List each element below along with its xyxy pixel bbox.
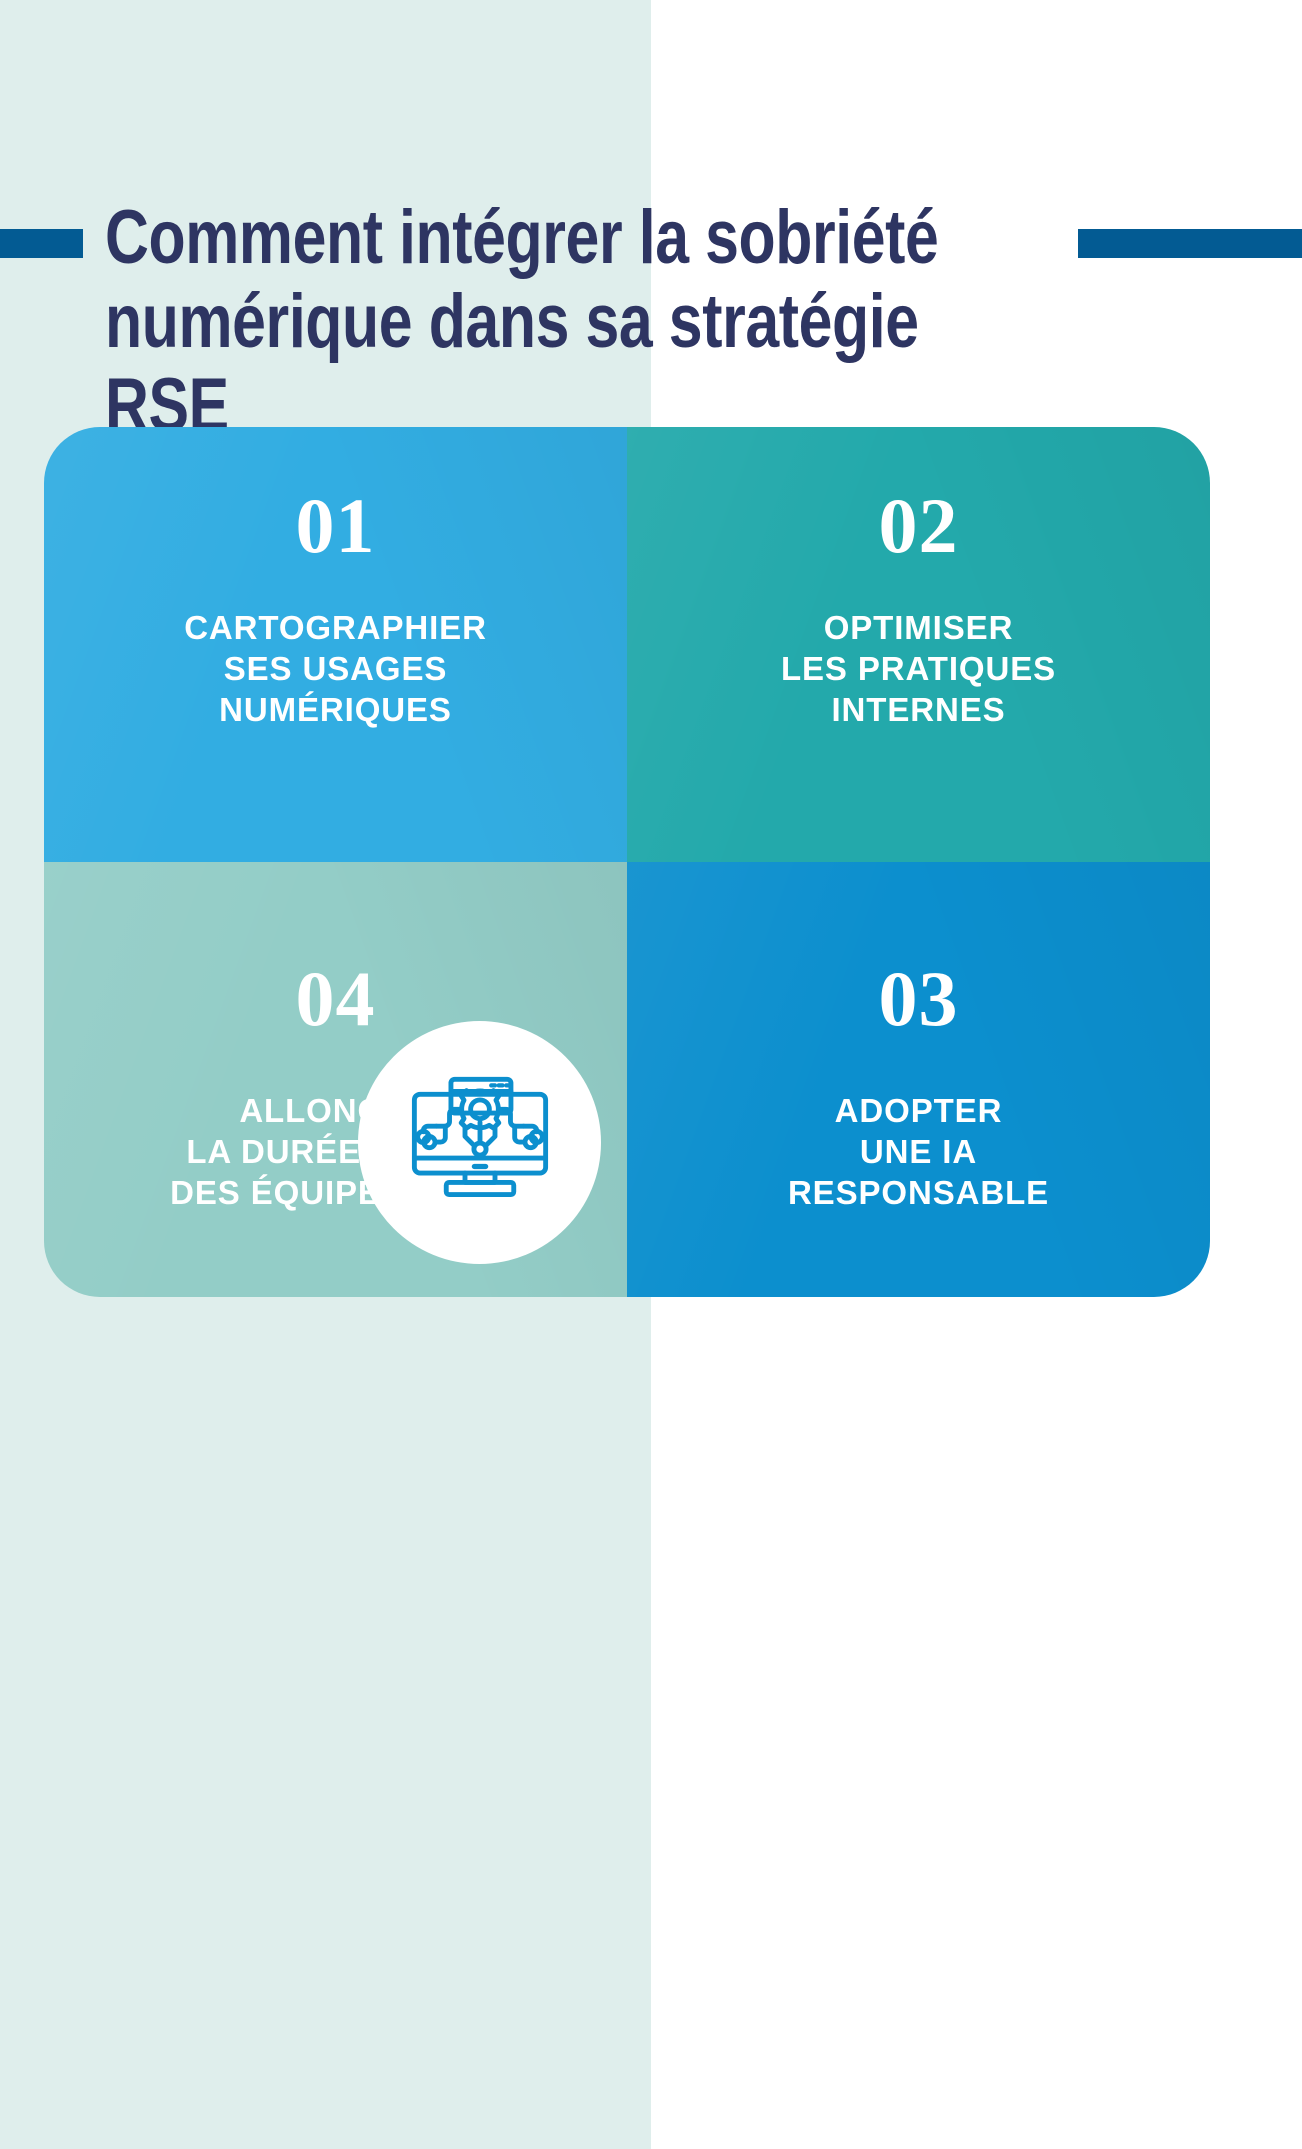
step-card-01[interactable]: 01 CARTOGRAPHIER SES USAGES NUMÉRIQUES [44,427,627,862]
center-icon-badge [358,1021,601,1264]
monitor-gear-circuit-icon [405,1068,555,1218]
step-number-01: 01 [295,482,376,569]
step-card-03[interactable]: 03 ADOPTER UNE IA RESPONSABLE [627,862,1210,1297]
steps-card: 01 CARTOGRAPHIER SES USAGES NUMÉRIQUES 0… [44,427,1210,1297]
title-block: Comment intégrer la sobriété numérique d… [0,196,1302,448]
step-label-02: OPTIMISER LES PRATIQUES INTERNES [780,609,1057,728]
step-number-03: 03 [878,955,959,1042]
title-rule-left [0,229,83,258]
title-rule-right [1078,229,1302,258]
step-number-04: 04 [295,955,376,1042]
step-label-01: CARTOGRAPHIER SES USAGES NUMÉRIQUES [184,609,487,728]
step-label-03: ADOPTER UNE IA RESPONSABLE [787,1092,1050,1211]
step-card-02[interactable]: 02 OPTIMISER LES PRATIQUES INTERNES [627,427,1210,862]
page-title: Comment intégrer la sobriété numérique d… [105,195,939,448]
gradient-overlay [627,862,1210,1297]
step-number-02: 02 [878,482,959,569]
